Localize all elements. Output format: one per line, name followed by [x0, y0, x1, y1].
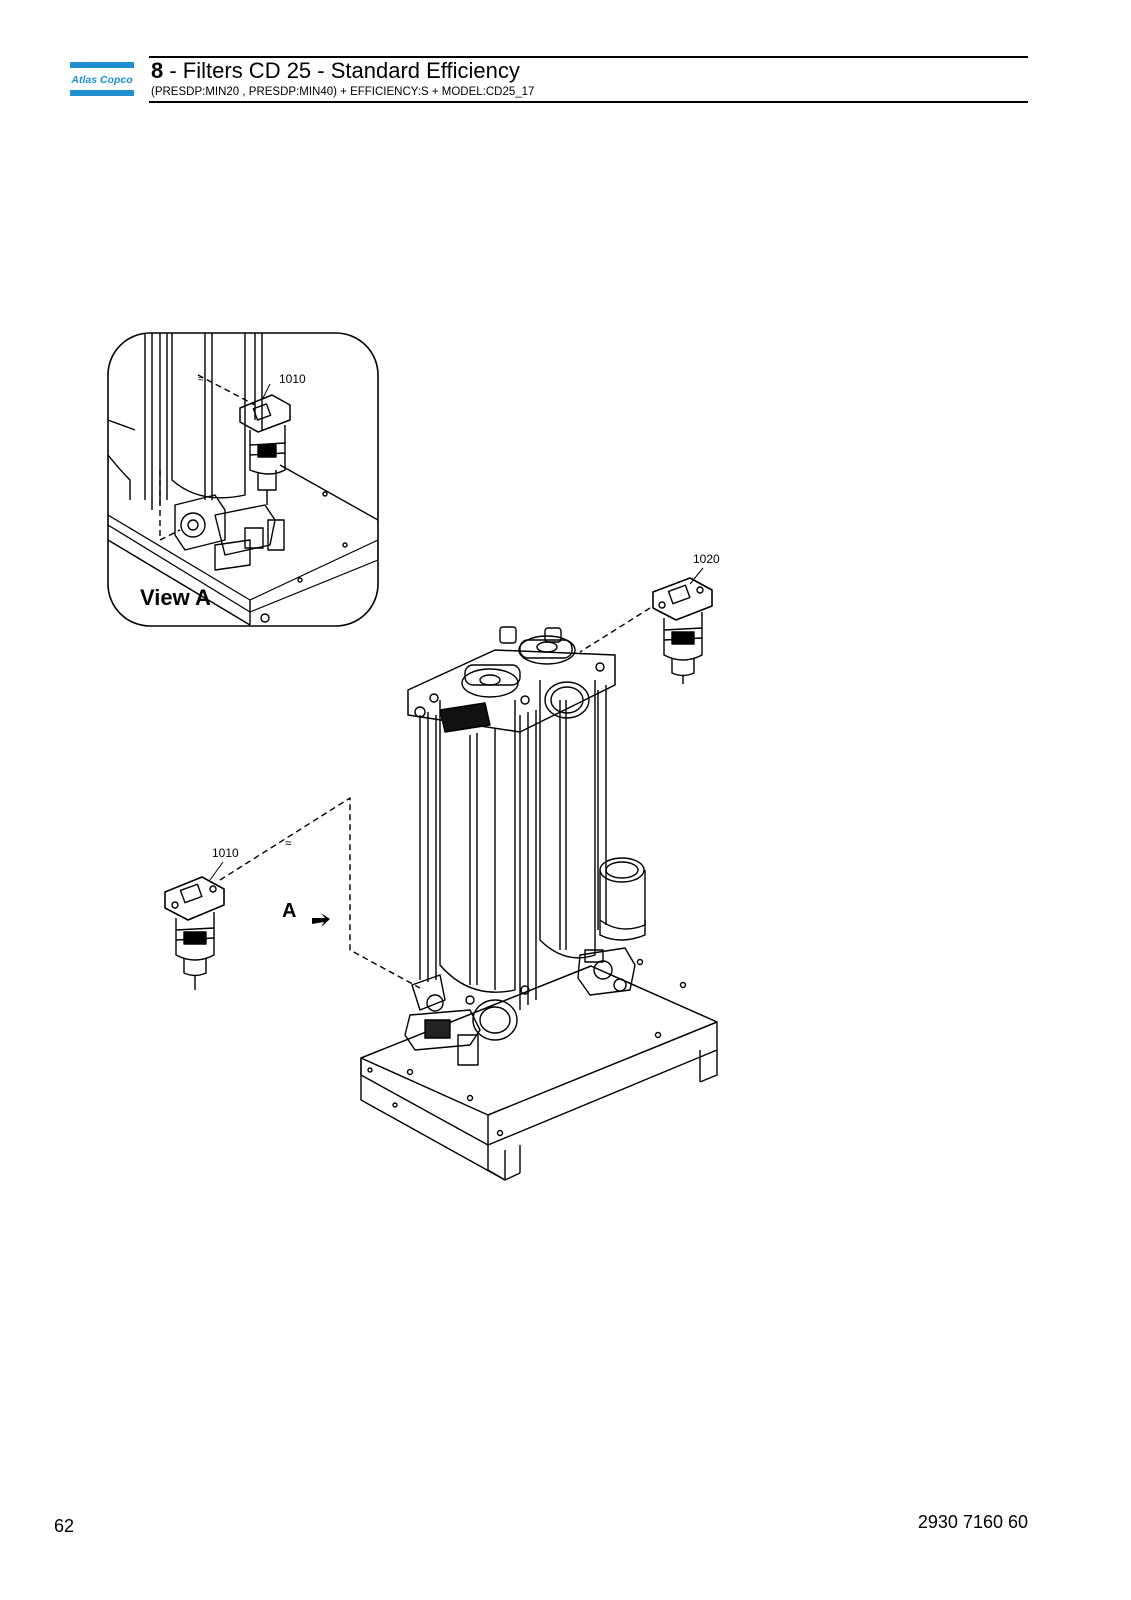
- inset-part-label: 1010: [279, 372, 306, 386]
- filter-1010: ≈: [164, 797, 421, 990]
- page-title: 8 - Filters CD 25 - Standard Efficiency: [151, 58, 520, 84]
- section-title: - Filters CD 25 - Standard Efficiency: [163, 58, 520, 83]
- header-rule-top: [149, 56, 1028, 58]
- part-label-1020: 1020: [693, 552, 720, 566]
- part-label-1010: 1010: [212, 846, 239, 860]
- svg-text:Atlas Copco: Atlas Copco: [70, 74, 133, 86]
- svg-text:≈: ≈: [285, 836, 292, 850]
- page-number: 62: [54, 1516, 75, 1536]
- section-number: 8: [151, 58, 164, 83]
- svg-text:≈: ≈: [198, 374, 204, 385]
- inset-view-a: ≈ 1010 View A: [107, 332, 379, 627]
- document-number: 2930 7160 60: [917, 1512, 1028, 1532]
- filter-1020: [579, 567, 713, 684]
- dryer-assembly: [360, 626, 718, 1181]
- view-arrow-icon: [312, 913, 330, 927]
- header-rule-bottom: [149, 101, 1028, 103]
- inset-view-label: View A: [140, 585, 211, 610]
- atlas-copco-logo: Atlas Copco: [70, 62, 134, 96]
- view-marker-a: A: [282, 900, 296, 922]
- page-subtitle: (PRESDP:MIN20 , PRESDP:MIN40) + EFFICIEN…: [151, 86, 535, 98]
